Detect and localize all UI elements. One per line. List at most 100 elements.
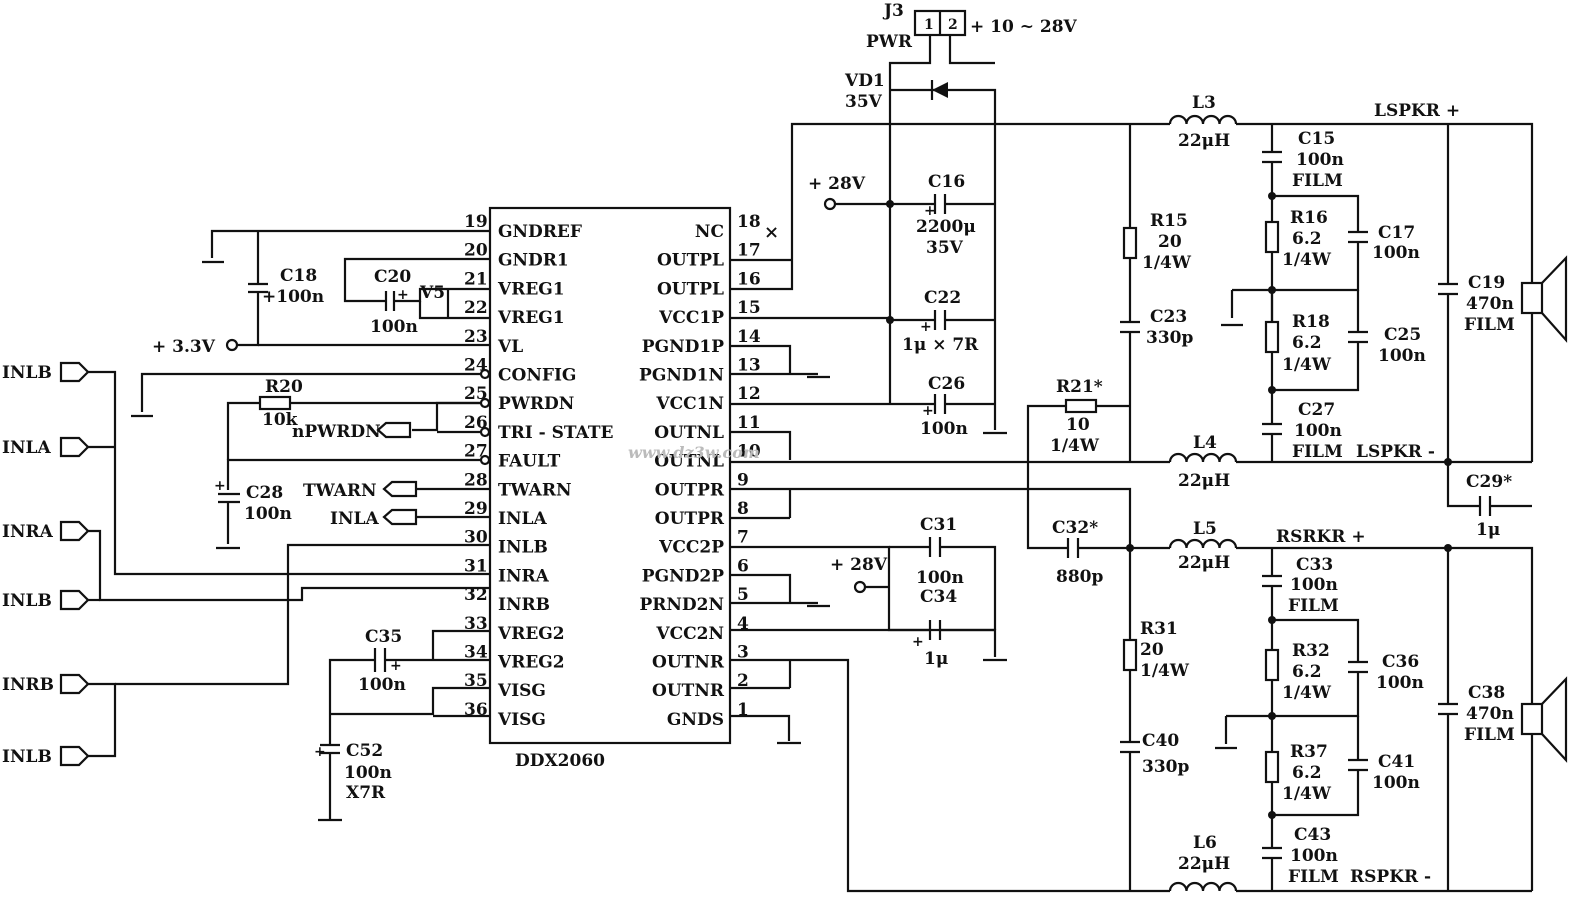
resistor-r20 <box>258 395 292 411</box>
c34-ref: C34 <box>920 587 957 607</box>
pin-name-left: INLA <box>498 509 547 529</box>
resistor-r31 <box>1122 638 1138 672</box>
pin-number-right: 14 <box>737 327 761 347</box>
svg-text:+: + <box>922 403 934 419</box>
c28-ref: C28 <box>246 483 283 503</box>
v28-label-a: + 28V <box>808 174 866 194</box>
pin-number-left: 31 <box>464 556 488 576</box>
ic-right-pins: 18NC17OUTPL16OUTPL15VCC1P14PGND1P13PGND1… <box>639 212 761 730</box>
c27-val: 100n <box>1294 421 1342 441</box>
c26-val: 100n <box>920 419 968 439</box>
c52-type: X7R <box>346 783 386 803</box>
pin-number-left: 32 <box>464 585 488 605</box>
resistors-output <box>1064 220 1280 784</box>
svg-text:+: + <box>314 744 326 760</box>
pin-number-right: 6 <box>737 556 749 576</box>
j3-name: PWR <box>866 32 913 52</box>
c16-ref: C16 <box>928 172 965 192</box>
net-lspkr-minus: LSPKR - <box>1356 442 1435 462</box>
output-wiring <box>1026 122 1534 893</box>
power-wiring <box>730 35 1170 893</box>
input-label-3: INRA <box>2 522 54 542</box>
pin-name-left: VISG <box>497 681 546 701</box>
input-label-1: INLB <box>2 363 52 383</box>
c52-ref: C52 <box>346 741 383 761</box>
pin-name-left: TRI - STATE <box>498 423 614 443</box>
l5-ref: L5 <box>1193 519 1217 539</box>
pin-number-right: 15 <box>737 298 761 318</box>
pin-number-right: 13 <box>737 356 761 376</box>
resistor-r21 <box>1064 398 1098 414</box>
c25-ref: C25 <box>1384 325 1421 345</box>
c19-val: 470n <box>1466 294 1514 314</box>
c18-val: +100n <box>262 287 324 307</box>
svg-text:+: + <box>920 319 932 335</box>
pin-name-left: VREG1 <box>497 308 565 328</box>
j3-ref: J3 <box>882 1 904 21</box>
c22-val: 1μ × 7R <box>902 335 979 355</box>
pin-name-left: TWARN <box>498 480 572 500</box>
l6-ref: L6 <box>1193 833 1217 853</box>
pin-name-right: PGND2P <box>642 566 724 586</box>
diode-vd1 <box>930 80 948 100</box>
c18-ref: C18 <box>280 266 317 286</box>
pin-name-right: PRND2N <box>639 595 724 615</box>
r21-pwr: 1/4W <box>1050 436 1100 456</box>
r31-ref: R31 <box>1140 619 1178 639</box>
ground-symbols-center <box>777 375 1007 745</box>
pin-name-left: INRA <box>498 566 550 586</box>
v5-ref: V5 <box>419 283 445 303</box>
r20-ref: R20 <box>265 377 303 397</box>
svg-text:+: + <box>924 203 936 219</box>
input-connectors: INLB INLA INRA INLB INRB INLB <box>2 361 490 767</box>
r16-val: 6.2 <box>1292 229 1322 249</box>
c35-ref: C35 <box>365 627 402 647</box>
svg-text:+: + <box>390 658 402 674</box>
pin-number-right: 4 <box>737 614 749 634</box>
inductor-l3 <box>1168 114 1238 125</box>
pin-number-right: 3 <box>737 643 749 663</box>
pin-name-right: PGND1N <box>639 366 724 386</box>
c22-ref: C22 <box>924 288 961 308</box>
l3-val: 22μH <box>1178 131 1230 151</box>
pin-name-right: VCC1N <box>655 394 724 414</box>
port-inla: INLA <box>330 509 379 529</box>
port-npwrdn: nPWRDN <box>292 422 381 442</box>
c29-val: 1μ <box>1476 520 1500 540</box>
svg-text:+: + <box>912 634 924 650</box>
c36-ref: C36 <box>1382 652 1419 672</box>
pin-name-right: VCC2N <box>655 624 724 644</box>
c43-ref: C43 <box>1294 825 1331 845</box>
r32-ref: R32 <box>1292 641 1330 661</box>
pin-number-right: 1 <box>737 700 749 720</box>
net-lspkr-plus: LSPKR + <box>1374 101 1460 121</box>
r37-val: 6.2 <box>1292 763 1322 783</box>
c36-val: 100n <box>1376 673 1424 693</box>
c31-val: 100n <box>916 568 964 588</box>
port-twarn: TWARN <box>303 481 377 501</box>
watermark: www.dz3w.com <box>628 443 760 462</box>
c19-ref: C19 <box>1468 273 1505 293</box>
pin-name-right: OUTNR <box>652 681 725 701</box>
l4-ref: L4 <box>1193 433 1217 453</box>
c28-val: 100n <box>244 504 292 524</box>
pin-name-right: OUTNL <box>654 423 724 443</box>
pin-name-right: OUTNL <box>654 452 724 472</box>
pin-number-left: 26 <box>464 413 488 433</box>
input-label-2: INLA <box>2 438 51 458</box>
c15-type: FILM <box>1292 171 1343 191</box>
l5-val: 22μH <box>1178 553 1230 573</box>
c23-val: 330p <box>1146 328 1193 348</box>
pin-name-right: VCC2P <box>658 538 724 558</box>
resistor-r16 <box>1264 220 1280 254</box>
r16-pwr: 1/4W <box>1282 250 1332 270</box>
pin-number-right: 11 <box>737 413 761 433</box>
supply-range: + 10 ~ 28V <box>970 17 1078 37</box>
pin-number-right: 10 <box>737 442 761 462</box>
c19-type: FILM <box>1464 315 1515 335</box>
inductors <box>1168 114 1238 892</box>
c41-ref: C41 <box>1378 752 1415 772</box>
c25-val: 100n <box>1378 346 1426 366</box>
junction-dots-output <box>1268 192 1452 819</box>
